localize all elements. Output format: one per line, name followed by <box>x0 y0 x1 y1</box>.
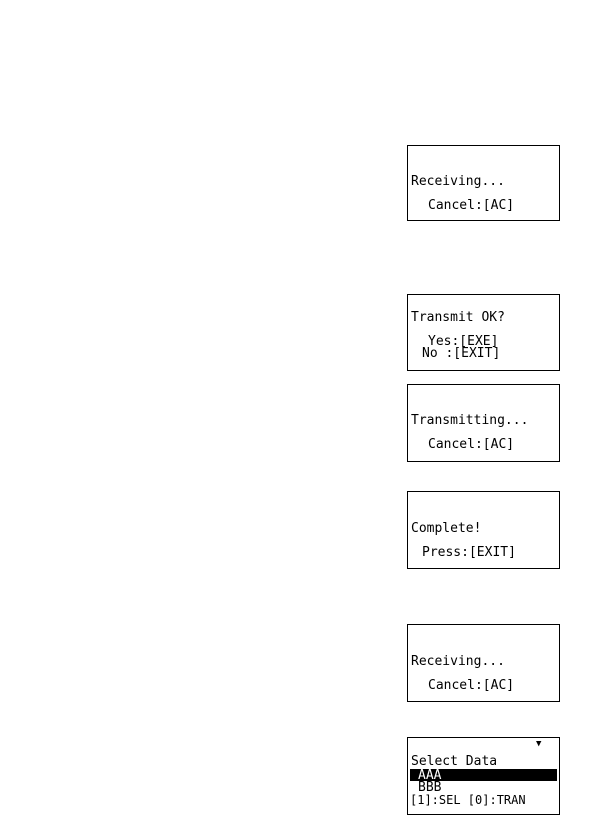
list-item-selected[interactable]: AAA <box>418 768 442 783</box>
status-text: Complete! <box>411 521 482 536</box>
receiving-screen-1: Receiving... Cancel:[AC] <box>407 145 560 221</box>
confirm-question: Transmit OK? <box>411 310 505 325</box>
down-arrow-icon: ▼ <box>536 739 542 749</box>
yes-prompt: Yes:[EXE] <box>428 334 499 349</box>
screen-title: Select Data <box>411 754 498 769</box>
no-prompt: No :[EXIT] <box>422 346 501 361</box>
transmit-ok-screen: Transmit OK? Yes:[EXE] No :[EXIT] <box>407 294 560 371</box>
cancel-prompt: Cancel:[AC] <box>428 437 515 452</box>
status-text: Transmitting... <box>411 413 529 428</box>
press-prompt: Press:[EXIT] <box>422 545 516 560</box>
transmitting-screen: Transmitting... Cancel:[AC] <box>407 384 560 462</box>
key-hint-footer: [1]:SEL [0]:TRAN <box>410 793 526 807</box>
receiving-screen-2: Receiving... Cancel:[AC] <box>407 624 560 702</box>
select-data-screen: ▼ Select Data AAA BBB [1]:SEL [0]:TRAN <box>407 737 560 815</box>
status-text: Receiving... <box>411 654 505 669</box>
selection-highlight <box>410 769 557 781</box>
cancel-prompt: Cancel:[AC] <box>428 678 515 693</box>
complete-screen: Complete! Press:[EXIT] <box>407 491 560 569</box>
list-item[interactable]: BBB <box>418 780 442 795</box>
status-text: Receiving... <box>411 174 505 189</box>
cancel-prompt: Cancel:[AC] <box>428 198 515 213</box>
